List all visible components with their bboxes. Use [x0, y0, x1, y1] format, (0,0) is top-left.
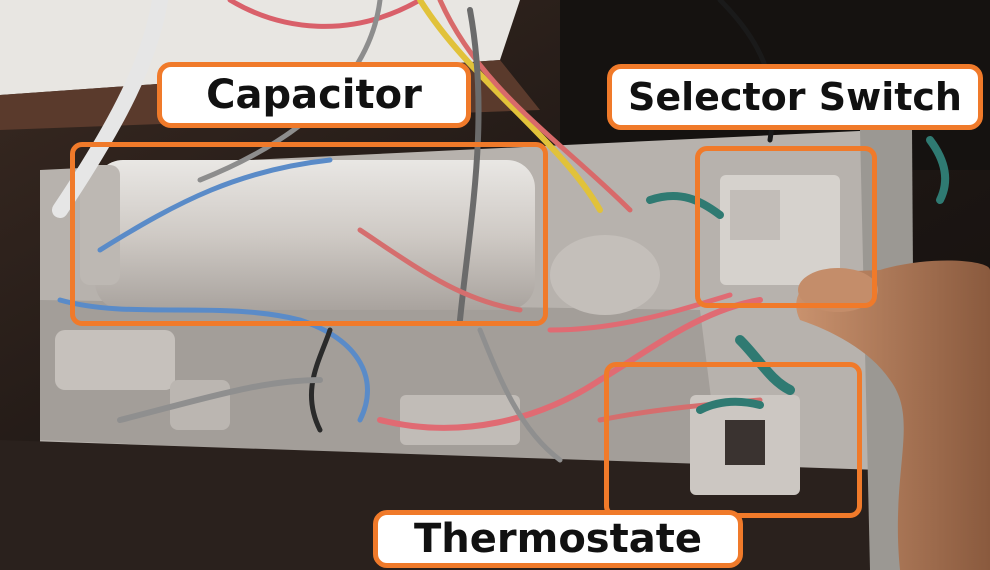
thermostate-highlight-box [604, 362, 862, 518]
capacitor-highlight-box [70, 142, 548, 326]
thermostate-label: Thermostate [373, 510, 743, 568]
selector-switch-highlight-box [695, 146, 877, 308]
selector-switch-label: Selector Switch [607, 64, 983, 130]
capacitor-label: Capacitor [157, 62, 471, 128]
